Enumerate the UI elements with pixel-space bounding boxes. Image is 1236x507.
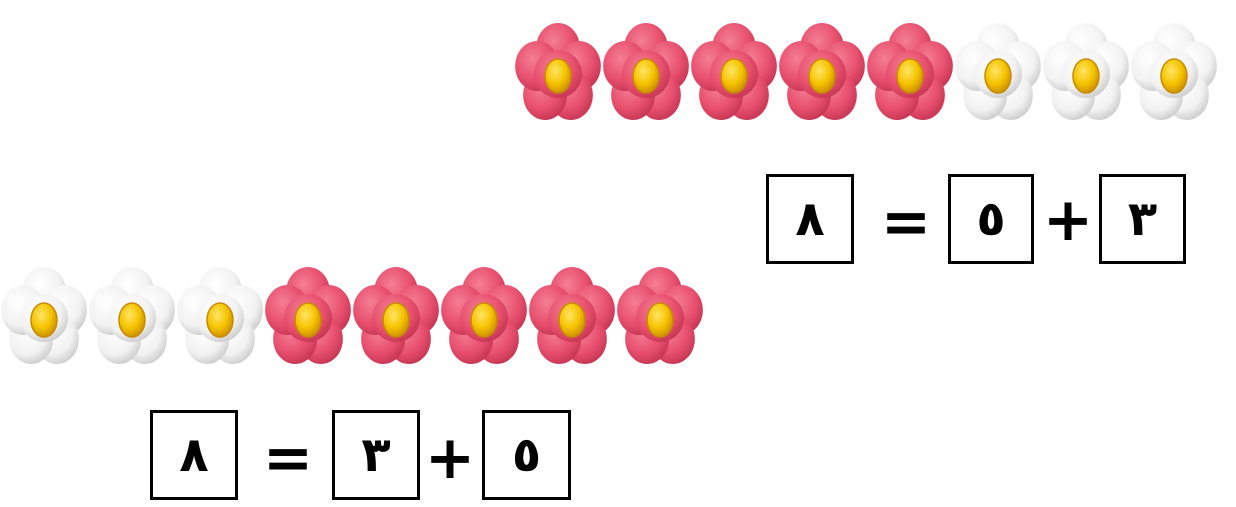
- bottom-plus-sign: +: [424, 423, 476, 493]
- white-flower-icon: [89, 267, 175, 364]
- top-equals-sign: =: [880, 187, 932, 257]
- pink-flower-icon: [529, 267, 615, 364]
- top-plus-sign: +: [1042, 185, 1094, 255]
- top-first-addend-digit: ٥: [976, 191, 1006, 247]
- white-flower-icon: [1131, 23, 1217, 120]
- pink-flower-icon: [691, 23, 777, 120]
- pink-flower-icon: [867, 23, 953, 120]
- bottom-flower-row: [0, 248, 704, 384]
- white-flower-icon: [1043, 23, 1129, 120]
- pink-flower-icon: [441, 267, 527, 364]
- pink-flower-icon: [779, 23, 865, 120]
- bottom-first-addend-digit: ٣: [361, 427, 391, 483]
- bottom-result-digit: ٨: [179, 427, 209, 483]
- top-second-addend-digit: ٣: [1127, 191, 1158, 247]
- pink-flower-icon: [617, 267, 703, 364]
- top-result-box: ٨: [766, 174, 854, 264]
- top-first-addend-box: ٥: [948, 174, 1034, 264]
- white-flower-icon: [177, 267, 263, 364]
- pink-flower-icon: [603, 23, 689, 120]
- top-flower-row: [514, 4, 1218, 140]
- top-result-digit: ٨: [795, 191, 825, 247]
- pink-flower-icon: [265, 267, 351, 364]
- pink-flower-icon: [515, 23, 601, 120]
- bottom-result-box: ٨: [150, 410, 238, 500]
- bottom-second-addend-digit: ٥: [511, 427, 542, 483]
- white-flower-icon: [1, 267, 87, 364]
- top-second-addend-box: ٣: [1099, 174, 1186, 264]
- pink-flower-icon: [353, 267, 439, 364]
- bottom-first-addend-box: ٣: [332, 410, 420, 500]
- bottom-equals-sign: =: [262, 423, 314, 493]
- bottom-second-addend-box: ٥: [482, 410, 571, 500]
- white-flower-icon: [955, 23, 1041, 120]
